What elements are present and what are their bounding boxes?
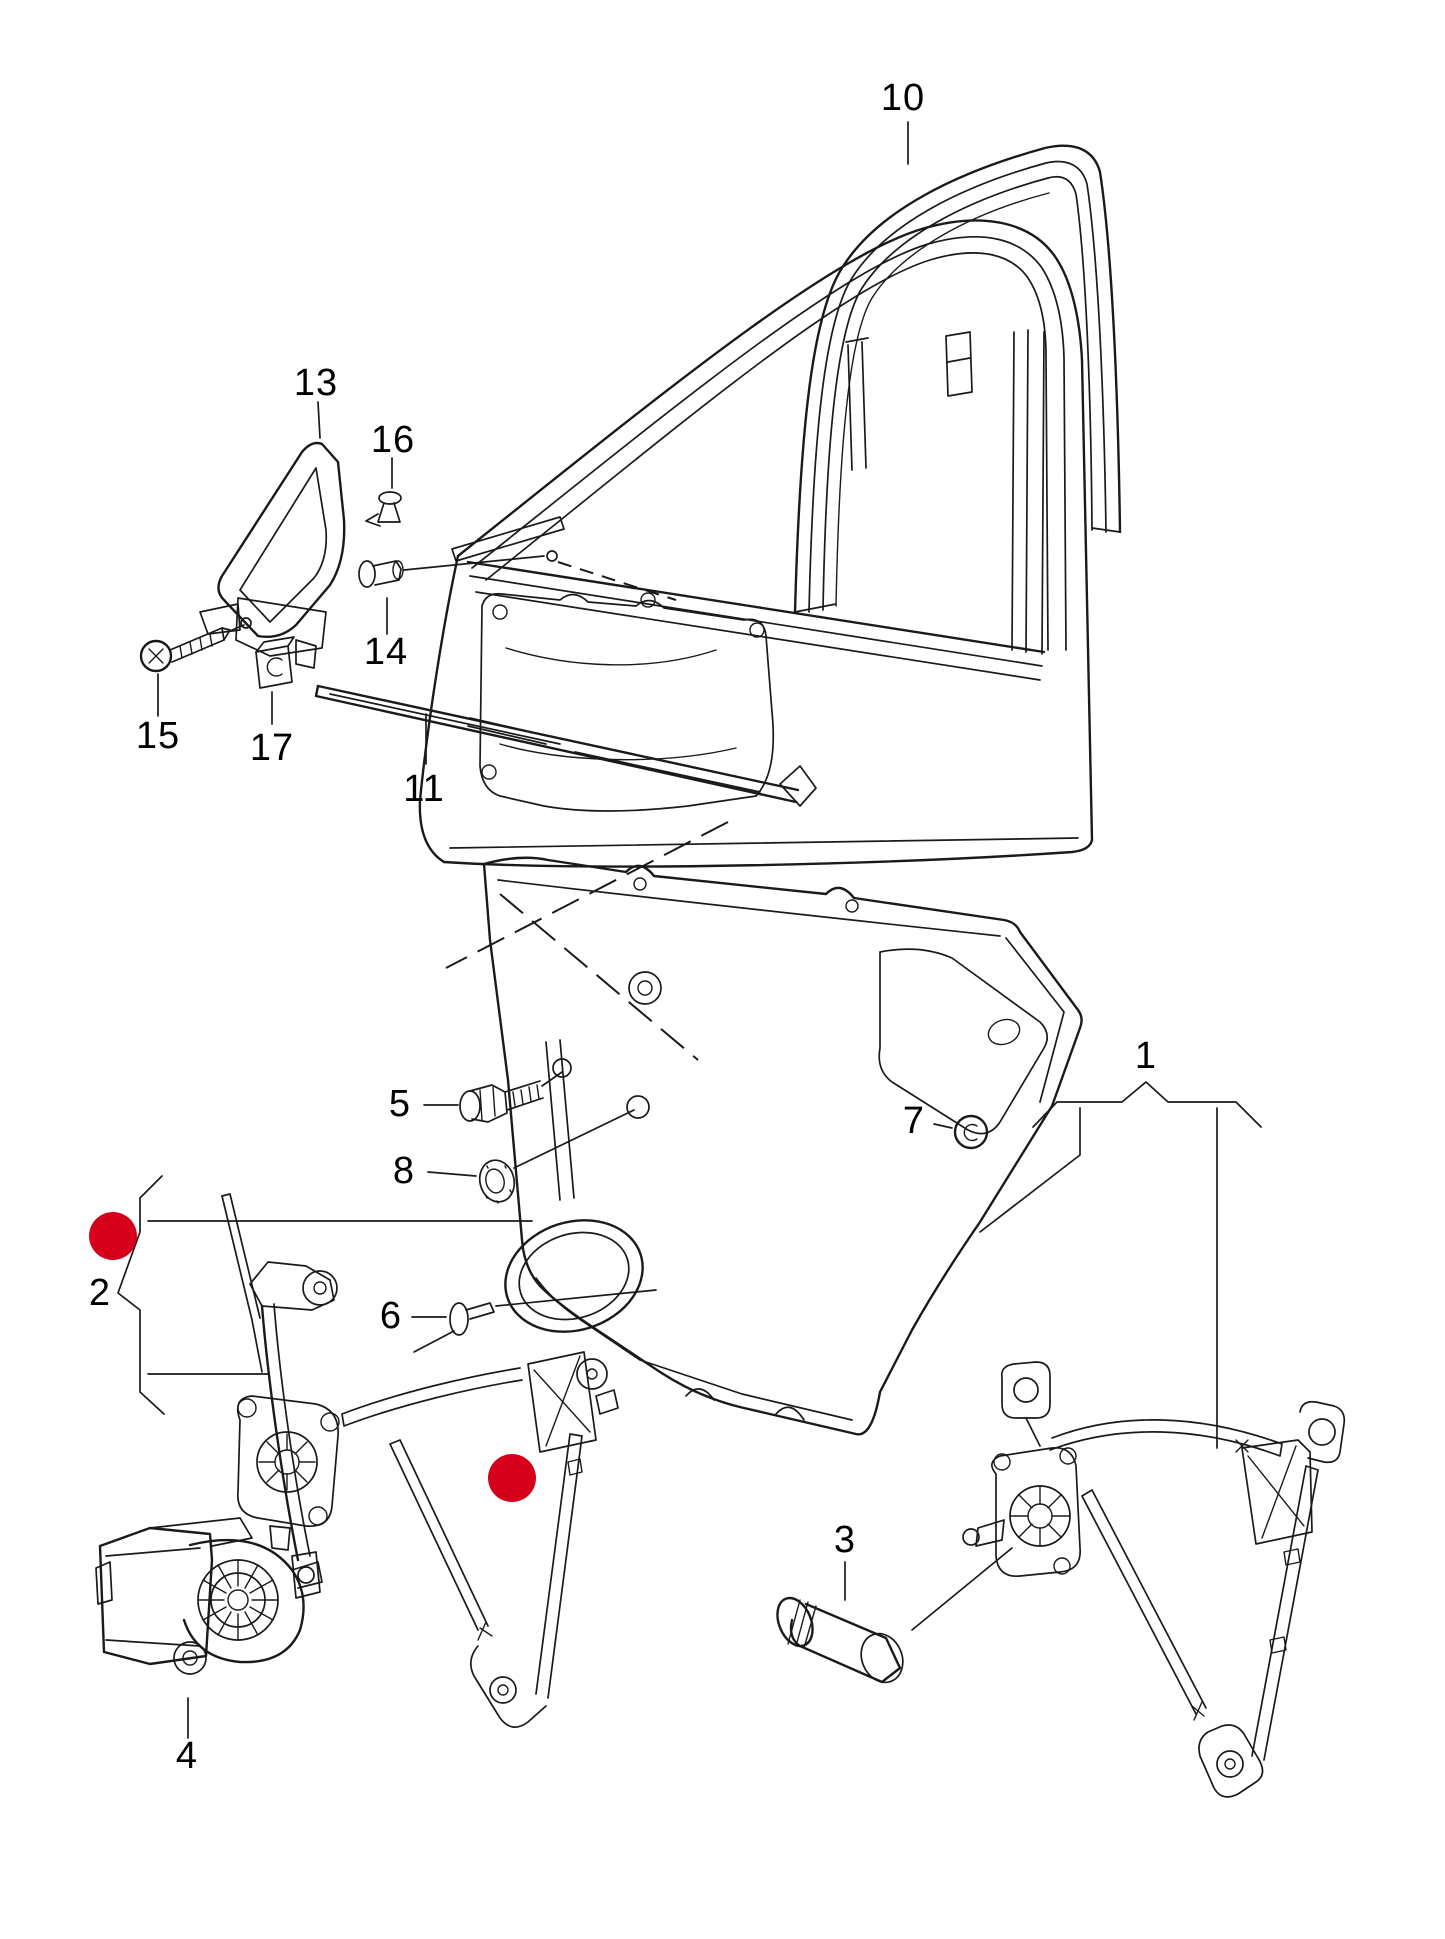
window-channel-strip-11 [316,686,816,806]
bolt-5 [460,1081,543,1122]
carrier-panel [484,858,1082,1435]
callout-14: 14 [363,631,409,673]
selected-part-marker-lower[interactable] [488,1454,536,1502]
pin-rivet-6 [414,1303,494,1352]
leader-lines [118,122,1261,1738]
callout-13: 13 [293,362,339,404]
callout-15: 15 [135,715,181,757]
mirror-triangle-trim-13 [200,443,344,668]
callout-3: 3 [833,1519,857,1561]
screw-15 [141,625,244,671]
callout-16: 16 [370,419,416,461]
window-seal-10 [795,146,1120,612]
callout-4: 4 [175,1735,199,1777]
window-crank-3 [771,1593,910,1689]
selected-part-marker-upper[interactable] [89,1212,137,1260]
callout-2: 2 [88,1272,112,1314]
window-motor-4 [96,1518,322,1674]
callout-6: 6 [379,1295,403,1337]
clip-16 [366,492,401,526]
callout-8: 8 [392,1150,416,1192]
callout-10: 10 [880,77,926,119]
callout-5: 5 [388,1083,412,1125]
regulator-front-rail [342,1352,618,1727]
clip-nut-17 [256,637,294,688]
callout-17: 17 [249,727,295,769]
regulator-rear-rail [222,1194,339,1598]
regulator-manual-1 [963,1362,1344,1797]
callout-11: 11 [403,768,445,810]
callout-7: 7 [902,1100,926,1142]
door-shell [420,220,1092,1060]
grommet-8 [475,1157,518,1206]
clip-14 [359,556,676,600]
callout-1: 1 [1134,1035,1158,1077]
